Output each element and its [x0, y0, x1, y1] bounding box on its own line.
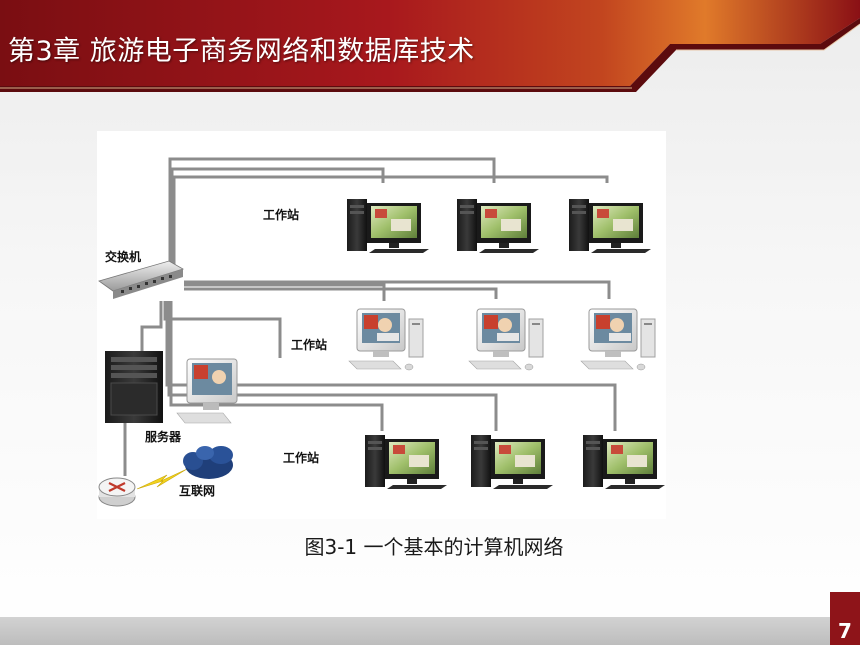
switch-device: [98, 260, 184, 299]
workstation-row2-2: [468, 308, 544, 371]
page-number: 7: [830, 592, 860, 645]
workstation-row3-label: 工作站: [283, 450, 319, 465]
header-banner-graphic: [0, 0, 860, 92]
internet-label: 互联网: [179, 484, 215, 498]
server-device: [105, 351, 238, 424]
workstation-row1-label: 工作站: [263, 207, 299, 222]
workstation-row3-2: [471, 435, 553, 489]
footer-bar: [0, 617, 860, 645]
network-diagram-graphic: 交换机 工作站 工作站 工作站 服务器: [98, 157, 665, 507]
router-device: [98, 477, 136, 507]
slide-title: 第3章 旅游电子商务网络和数据库技术: [8, 36, 475, 67]
network-cables: [123, 157, 617, 476]
server-label: 服务器: [145, 429, 182, 444]
figure-caption: 图3-1 一个基本的计算机网络: [304, 535, 564, 559]
workstation-row3-3: [583, 435, 665, 489]
internet-cloud-icon: [183, 446, 233, 479]
workstation-row1-1: [347, 199, 429, 253]
workstation-row2-label: 工作站: [291, 337, 327, 352]
workstation-row1-3: [569, 199, 651, 253]
workstation-row3-1: [365, 435, 447, 489]
workstation-row1-2: [457, 199, 539, 253]
switch-label: 交换机: [105, 249, 141, 264]
workstation-row2-3: [580, 308, 656, 371]
workstation-row2-1: [348, 308, 424, 371]
network-diagram: 交换机 工作站 工作站 工作站 服务器: [97, 131, 666, 519]
slide-header: 第3章 旅游电子商务网络和数据库技术: [0, 0, 860, 92]
